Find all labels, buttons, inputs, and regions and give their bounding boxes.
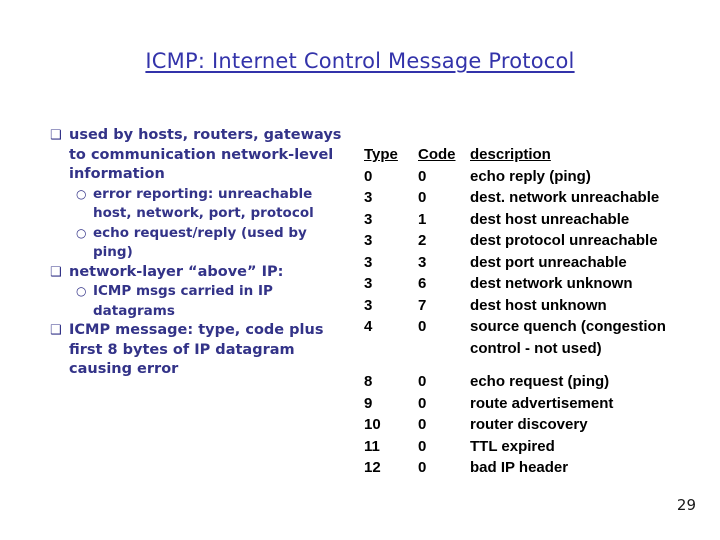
square-bullet-icon: ❑ xyxy=(50,264,62,280)
cell-description: control - not used) xyxy=(470,339,602,357)
table-row: 3 1 dest host unreachable xyxy=(364,209,714,231)
cell-code: 3 xyxy=(418,253,427,271)
cell-type: 3 xyxy=(364,232,373,249)
cell-description: bad IP header xyxy=(470,459,569,476)
table-row: 3 6 dest network unknown xyxy=(364,273,714,295)
cell-type: 3 xyxy=(364,210,373,228)
circle-bullet-icon: ○ xyxy=(76,284,87,298)
cell-code: 0 xyxy=(418,394,427,412)
table-row: 10 0 router discovery xyxy=(364,414,714,436)
cell-description: dest host unknown xyxy=(470,296,607,314)
table-row: 3 7 dest host unknown xyxy=(364,295,714,317)
bullet-item-label: used by hosts, routers, gateways to comm… xyxy=(69,127,342,182)
square-bullet-icon: ❑ xyxy=(50,128,62,143)
table-header-row: Type Code description xyxy=(364,144,714,166)
table-row: 3 2 dest protocol unreachable xyxy=(364,230,714,252)
table-row-spacer xyxy=(364,359,714,371)
cell-description: router discovery xyxy=(470,416,588,433)
cell-code: 6 xyxy=(418,275,427,292)
bullet-item: ❑ network-layer “above” IP: xyxy=(50,263,346,283)
bullet-item-label: network-layer “above” IP: xyxy=(69,263,284,280)
cell-type: 3 xyxy=(364,189,373,206)
cell-description: dest. network unreachable xyxy=(470,189,660,206)
cell-type: 10 xyxy=(364,416,381,433)
cell-description: source quench (congestion xyxy=(470,318,666,335)
cell-code: 2 xyxy=(418,232,427,249)
cell-type: 3 xyxy=(364,253,373,271)
table-row: control - not used) xyxy=(364,338,714,360)
icmp-type-code-table: Type Code description 0 0 echo reply (ping… xyxy=(364,144,714,479)
cell-code: 0 xyxy=(418,416,427,433)
cell-description: dest host unreachable xyxy=(470,210,630,228)
cell-code: 7 xyxy=(418,296,427,314)
cell-code: 0 xyxy=(418,459,427,476)
cell-type: 4 xyxy=(364,318,373,335)
bullet-item: ○ error reporting: unreachable host, netw… xyxy=(50,185,346,224)
page-number: 29 xyxy=(676,496,696,514)
column-header-code: Code xyxy=(418,146,456,163)
cell-code: 1 xyxy=(418,210,427,228)
cell-code: 0 xyxy=(418,318,427,335)
cell-type: 11 xyxy=(364,437,380,455)
cell-code: 0 xyxy=(418,373,427,390)
cell-type: 12 xyxy=(364,459,381,476)
bullet-item-label: ICMP message: type, code plus first 8 by… xyxy=(69,322,324,377)
table-row: 8 0 echo request (ping) xyxy=(364,371,714,393)
cell-description: dest protocol unreachable xyxy=(470,232,658,249)
cell-description: route advertisement xyxy=(470,394,614,412)
bullet-item: ○ echo request/reply (used by ping) xyxy=(50,224,346,263)
table-row: 3 3 dest port unreachable xyxy=(364,252,714,274)
square-bullet-icon: ❑ xyxy=(50,323,62,338)
cell-description: echo reply (ping) xyxy=(470,167,591,185)
cell-type: 9 xyxy=(364,394,373,412)
bullet-item: ○ ICMP msgs carried in IP datagrams xyxy=(50,282,346,321)
cell-type: 3 xyxy=(364,296,373,314)
table-row: 4 0 source quench (congestion xyxy=(364,316,714,338)
table-row: 12 0 bad IP header xyxy=(364,457,714,479)
cell-code: 0 xyxy=(418,437,427,455)
column-header-description: description xyxy=(470,146,551,163)
table-row: 11 0 TTL expired xyxy=(364,436,714,458)
page-title: ICMP: Internet Control Message Protocol xyxy=(145,49,575,73)
bullet-list: ❑ used by hosts, routers, gateways to com… xyxy=(50,126,346,380)
table-row: 3 0 dest. network unreachable xyxy=(364,187,714,209)
bullet-item-label: echo request/reply (used by ping) xyxy=(93,224,307,261)
bullet-item-label: error reporting: unreachable host, netwo… xyxy=(93,185,314,222)
cell-description: TTL expired xyxy=(470,437,555,455)
bullet-item: ❑ used by hosts, routers, gateways to com… xyxy=(50,126,346,185)
table-row: 0 0 echo reply (ping) xyxy=(364,166,714,188)
cell-description: dest network unknown xyxy=(470,275,633,292)
cell-description: echo request (ping) xyxy=(470,373,610,390)
column-header-type: Type xyxy=(364,146,398,163)
cell-code: 0 xyxy=(418,189,427,206)
cell-description: dest port unreachable xyxy=(470,253,627,271)
bullet-item: ❑ ICMP message: type, code plus first 8 b… xyxy=(50,321,346,380)
circle-bullet-icon: ○ xyxy=(76,186,87,201)
cell-type: 3 xyxy=(364,275,373,292)
cell-type: 0 xyxy=(364,167,373,185)
cell-code: 0 xyxy=(418,167,427,185)
circle-bullet-icon: ○ xyxy=(76,225,87,240)
table-row: 9 0 route advertisement xyxy=(364,393,714,415)
bullet-item-label: ICMP msgs carried in IP datagrams xyxy=(93,283,273,319)
table-body: 0 0 echo reply (ping) 3 0 dest. network unrea… xyxy=(364,166,714,479)
cell-type: 8 xyxy=(364,373,373,390)
